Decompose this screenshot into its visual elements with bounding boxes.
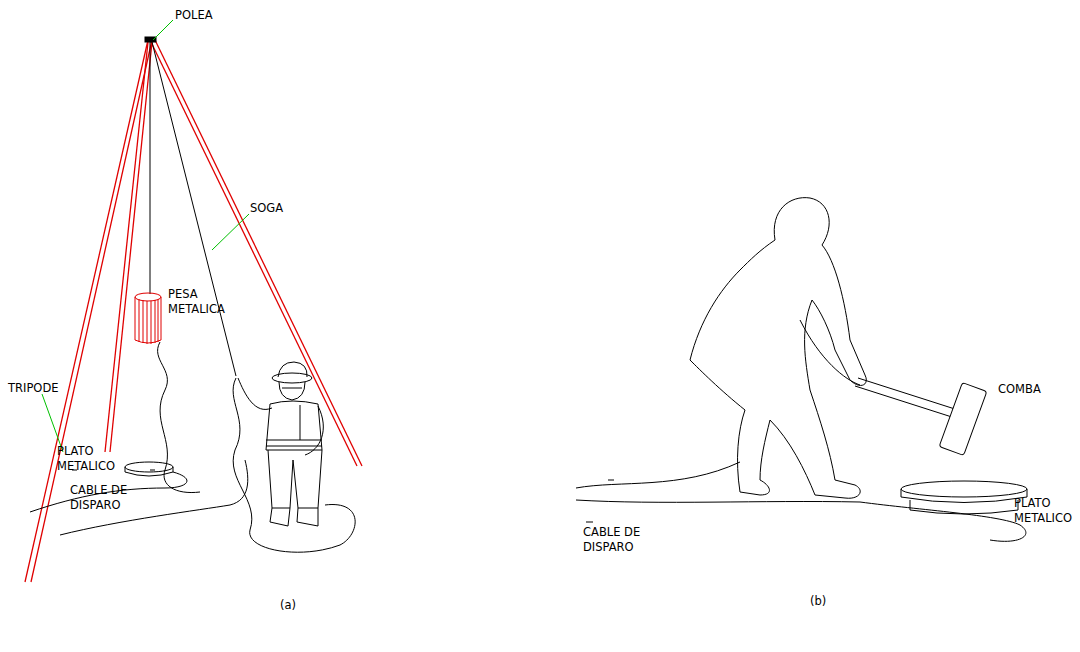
tripod-leg xyxy=(155,40,362,466)
part-label: (b) xyxy=(810,594,826,609)
part-label: POLEA xyxy=(175,8,213,23)
tripod-leg xyxy=(25,40,148,582)
leader-line xyxy=(212,214,249,250)
trigger-cable xyxy=(30,472,187,512)
legs xyxy=(268,450,322,508)
worker-body xyxy=(690,198,866,499)
rope xyxy=(158,342,200,493)
tripod-leg xyxy=(150,40,357,466)
part-label: COMBA xyxy=(998,382,1041,397)
tick xyxy=(586,522,593,523)
part-label: TRIPODE xyxy=(8,381,59,396)
arm xyxy=(800,320,860,385)
glasses xyxy=(282,388,302,389)
metal-weight xyxy=(135,293,161,344)
strap xyxy=(300,405,301,440)
part-label: PESA METALICA xyxy=(168,287,236,317)
tripod-leg xyxy=(110,42,152,452)
tick xyxy=(608,480,614,481)
torso xyxy=(266,401,322,450)
weight-body xyxy=(135,297,161,343)
plate-side xyxy=(125,467,173,476)
sledgehammer xyxy=(855,378,987,455)
rope xyxy=(150,42,151,294)
worker xyxy=(238,362,323,526)
head xyxy=(279,382,305,400)
arm xyxy=(238,378,323,455)
pulley xyxy=(145,37,156,42)
plate-top xyxy=(125,462,173,472)
rope xyxy=(152,42,236,376)
hammer-head xyxy=(939,383,987,456)
metal-plate xyxy=(125,462,173,476)
belt xyxy=(266,440,322,446)
rope xyxy=(233,378,355,552)
tripod-leg xyxy=(31,40,152,582)
part-label: SOGA xyxy=(250,201,283,216)
hat-crown xyxy=(278,362,307,377)
hammer-handle xyxy=(855,378,958,418)
plate-side xyxy=(901,489,1027,503)
part-label: PLATO METALICO xyxy=(57,444,125,474)
worker-silhouette xyxy=(690,198,866,499)
plate-base xyxy=(910,500,1018,514)
part-label: PLATO METALICO xyxy=(1014,496,1080,526)
part-label: (a) xyxy=(280,598,296,613)
plate-top xyxy=(901,481,1027,497)
leader-line xyxy=(153,20,173,40)
tick xyxy=(150,470,155,471)
tripod-leg xyxy=(105,42,148,452)
leader-line xyxy=(42,394,63,452)
weight-hatch xyxy=(139,299,158,344)
trigger-cable xyxy=(576,500,1026,541)
part-label: CABLE DE DISPARO xyxy=(583,525,651,555)
feet xyxy=(270,508,318,526)
leaders xyxy=(42,20,249,452)
tripod xyxy=(25,40,362,582)
part-label: CABLE DE DISPARO xyxy=(70,483,138,513)
ground-line xyxy=(576,462,740,488)
